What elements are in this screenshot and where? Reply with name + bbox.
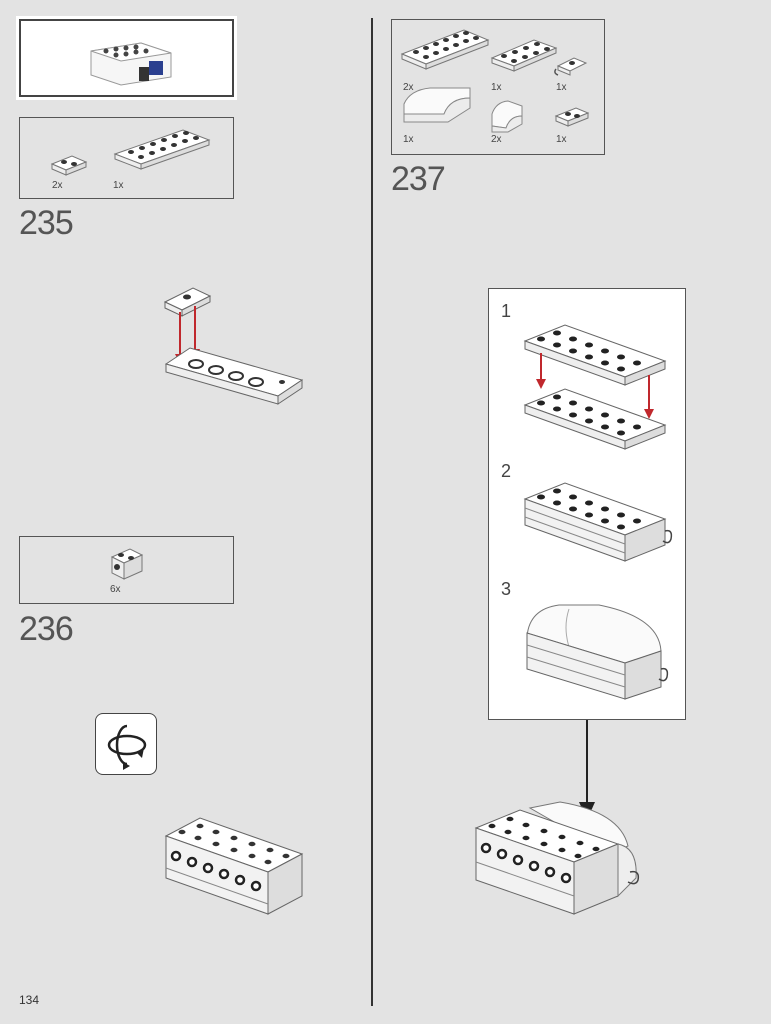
substep-number: 2 (501, 461, 512, 481)
part-qty: 6x (110, 584, 121, 595)
step-235-assembly (163, 287, 304, 405)
part-qty: 1x (491, 82, 502, 93)
part-brick-1x2-studs-side (110, 548, 144, 580)
substep-1-illustration (523, 324, 667, 450)
step-number-236: 236 (19, 610, 74, 648)
callout-connector-line (586, 720, 588, 804)
submodel-reference-box (19, 19, 234, 97)
substep-2-illustration (523, 482, 673, 562)
rotate-model-icon (95, 713, 157, 775)
part-qty: 2x (491, 134, 502, 145)
part-plate-2x6 (400, 29, 490, 70)
substep-number: 3 (501, 579, 512, 599)
step-236-parts-box: 6x (19, 536, 234, 604)
step-237-parts-box: 2x 1x 1x 1x 2x 1x (391, 19, 605, 155)
part-plate-clip (554, 57, 588, 76)
part-qty: 2x (403, 82, 414, 93)
step-235-parts-box: 2x 1x (19, 117, 234, 199)
step-237-assembly (474, 801, 640, 915)
step-number-235: 235 (19, 204, 74, 242)
substep-3-illustration (526, 604, 669, 700)
part-plate-1x2 (554, 107, 590, 127)
page-number: 134 (19, 993, 40, 1007)
part-qty: 1x (113, 180, 124, 191)
step-237-subassembly-callout: 1 2 3 (488, 288, 686, 720)
column-divider (371, 18, 373, 1006)
part-curved-slope-2x4 (403, 87, 471, 123)
part-qty: 2x (52, 180, 63, 191)
part-plate-2x4 (490, 39, 558, 72)
part-curved-slope-1x2 (491, 100, 523, 133)
part-qty: 1x (556, 134, 567, 145)
part-qty: 1x (556, 82, 567, 93)
substep-number: 1 (501, 301, 512, 321)
submodel-illustration (90, 42, 172, 86)
step-236-assembly (164, 817, 304, 915)
part-plate-2x6 (113, 129, 211, 170)
part-qty: 1x (403, 134, 414, 145)
part-plate-1x2 (50, 155, 88, 176)
step-number-237: 237 (391, 160, 446, 198)
